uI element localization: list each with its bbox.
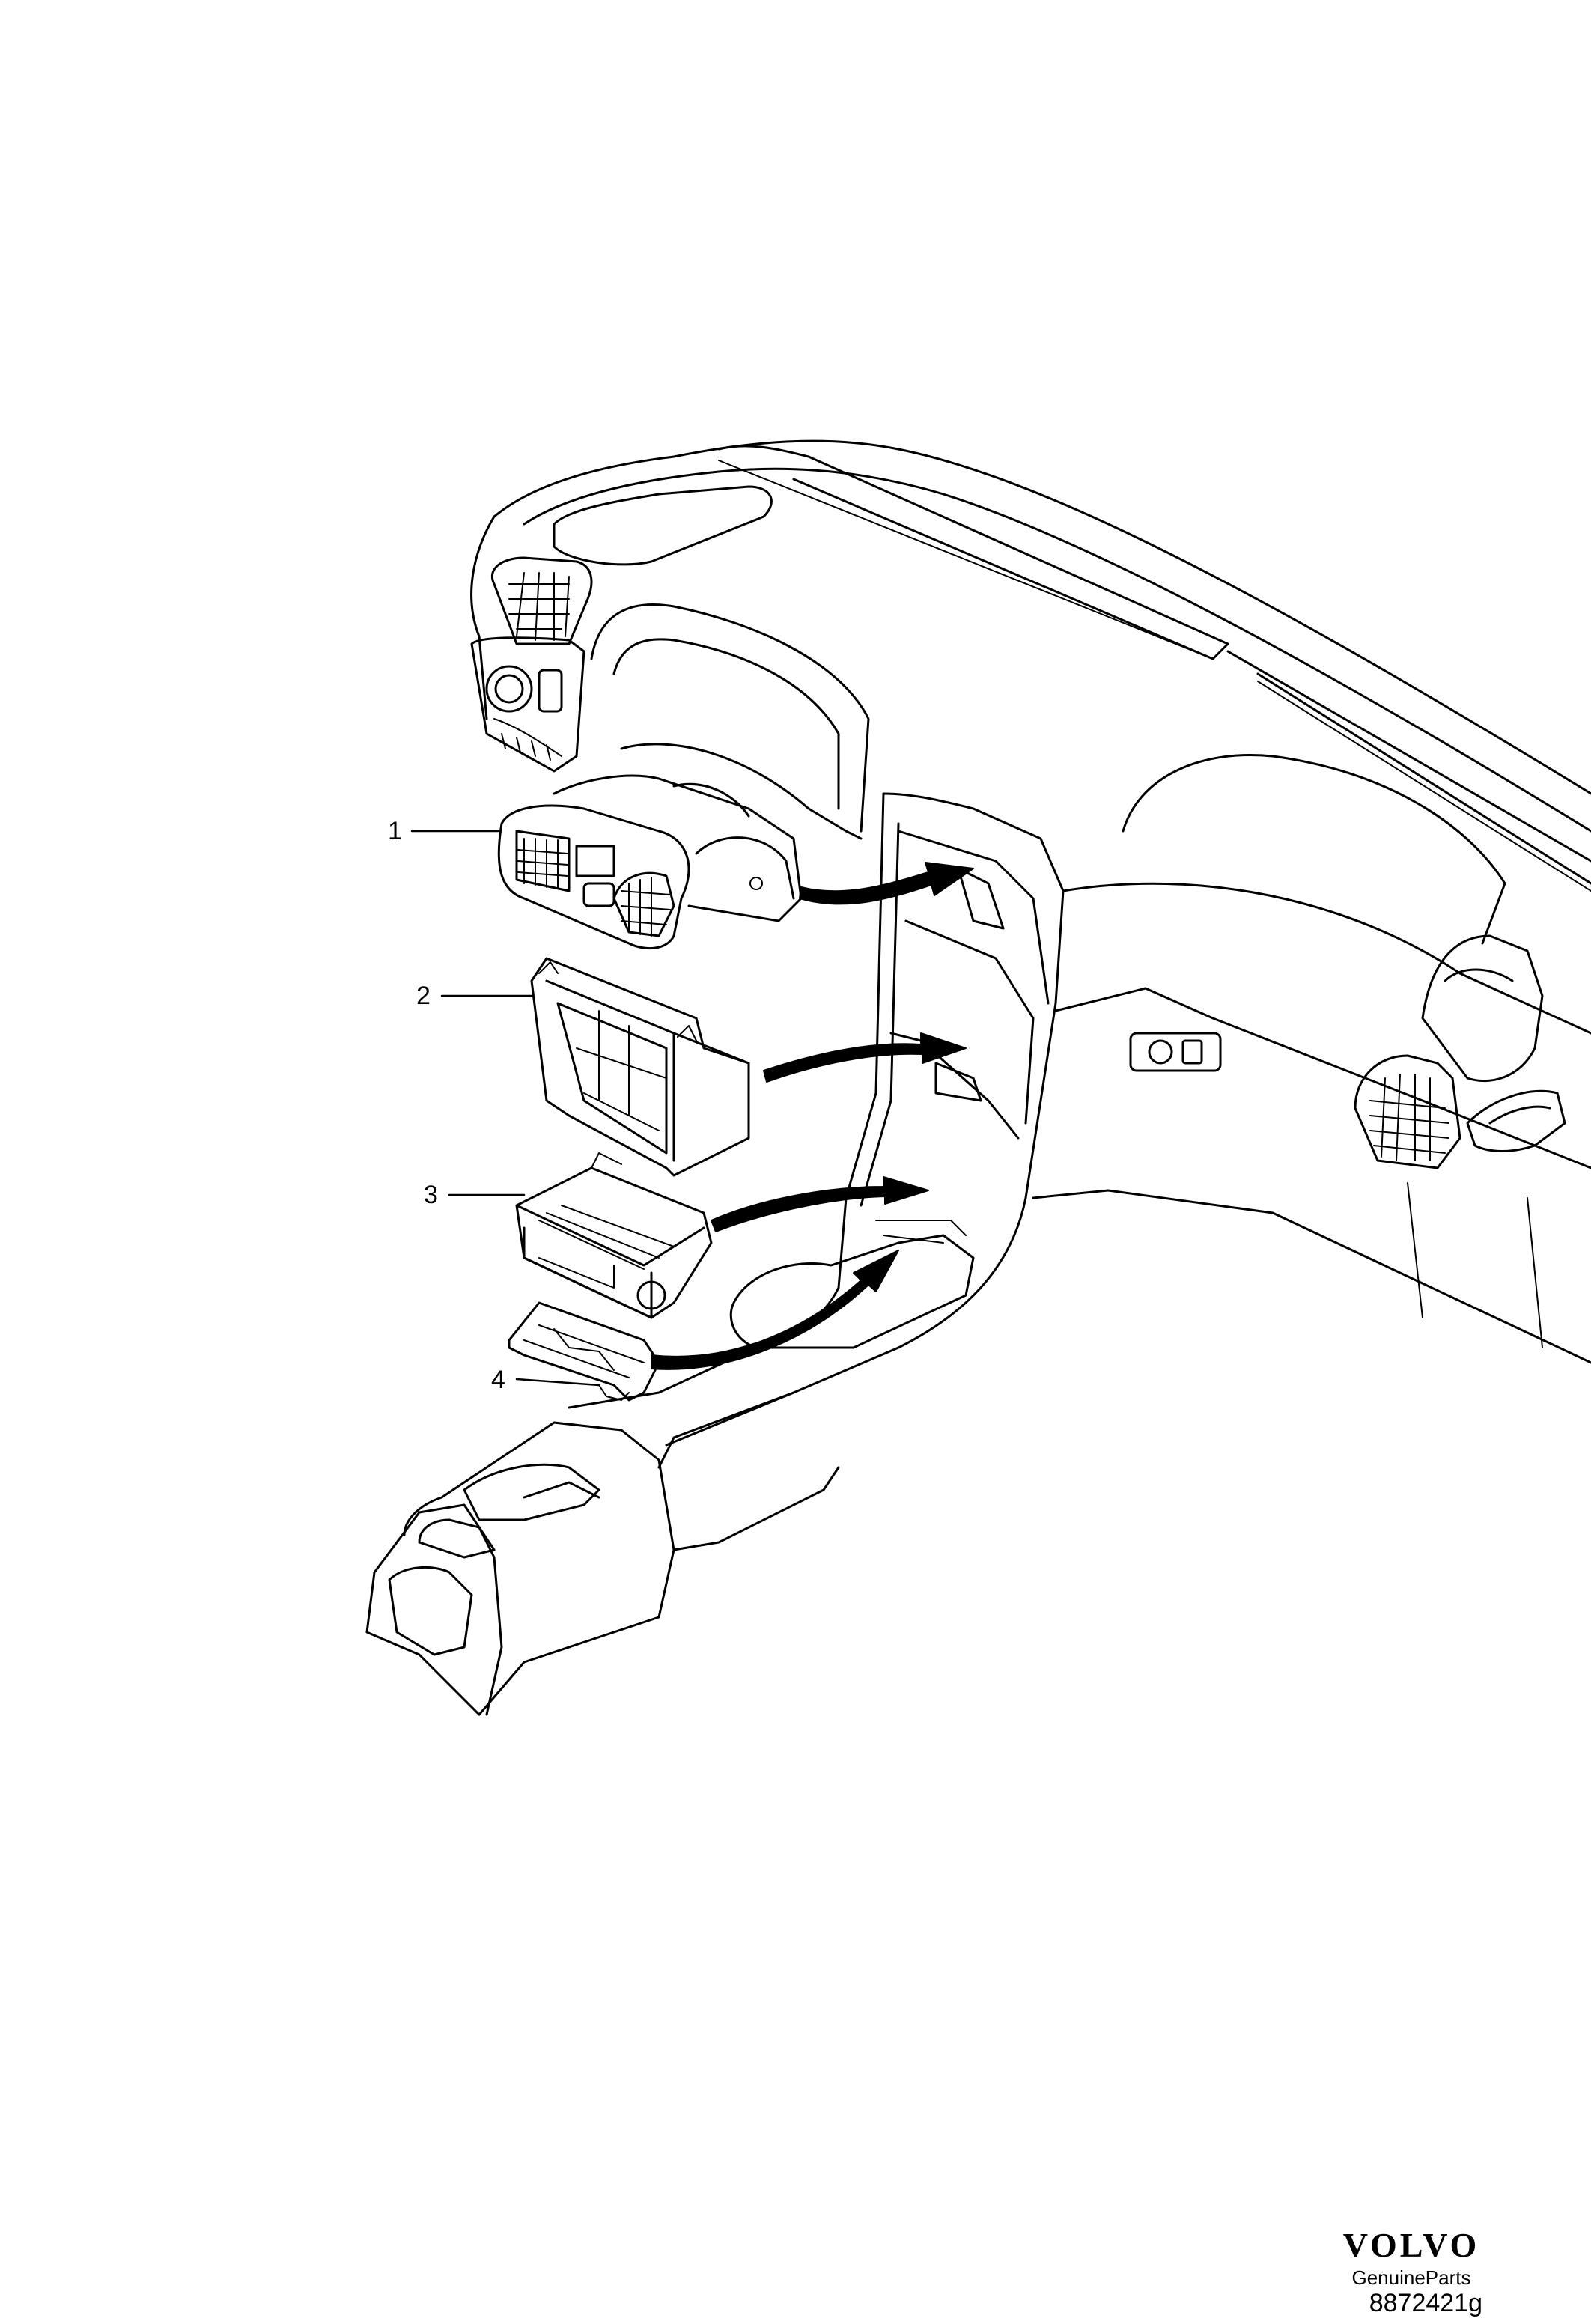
part-4-console-cover: [509, 1303, 659, 1400]
part-3-compartment: [517, 1153, 711, 1318]
callout-3: 3: [424, 1181, 438, 1209]
left-vent-panel: [472, 558, 591, 771]
center-console: [367, 1198, 1026, 1715]
part-2-bracket: [532, 958, 749, 1175]
assembly-arrows: [651, 863, 973, 1369]
brand-block: VOLVO GenuineParts: [1314, 2226, 1509, 2290]
right-dash-body: [1033, 755, 1591, 1363]
arrow-part-2: [764, 1033, 966, 1082]
center-stack-cavity: [839, 794, 1063, 1288]
leader-line-4: [517, 1379, 599, 1385]
part-1-center-vent: [499, 776, 801, 948]
arrow-part-3: [711, 1177, 928, 1232]
figure-number: 8872421g: [1369, 2289, 1482, 2317]
instrument-cluster: [591, 605, 868, 839]
callout-4: 4: [491, 1366, 505, 1394]
volvo-logo: VOLVO: [1342, 2226, 1480, 2264]
arrow-part-1: [800, 863, 973, 904]
callout-2: 2: [416, 982, 431, 1010]
callout-1: 1: [388, 817, 402, 845]
arrow-part-4: [651, 1250, 898, 1369]
leader-lines: [412, 831, 599, 1385]
genuine-parts-label: GenuineParts: [1351, 2266, 1471, 2289]
dashboard-outline: [472, 441, 1591, 891]
